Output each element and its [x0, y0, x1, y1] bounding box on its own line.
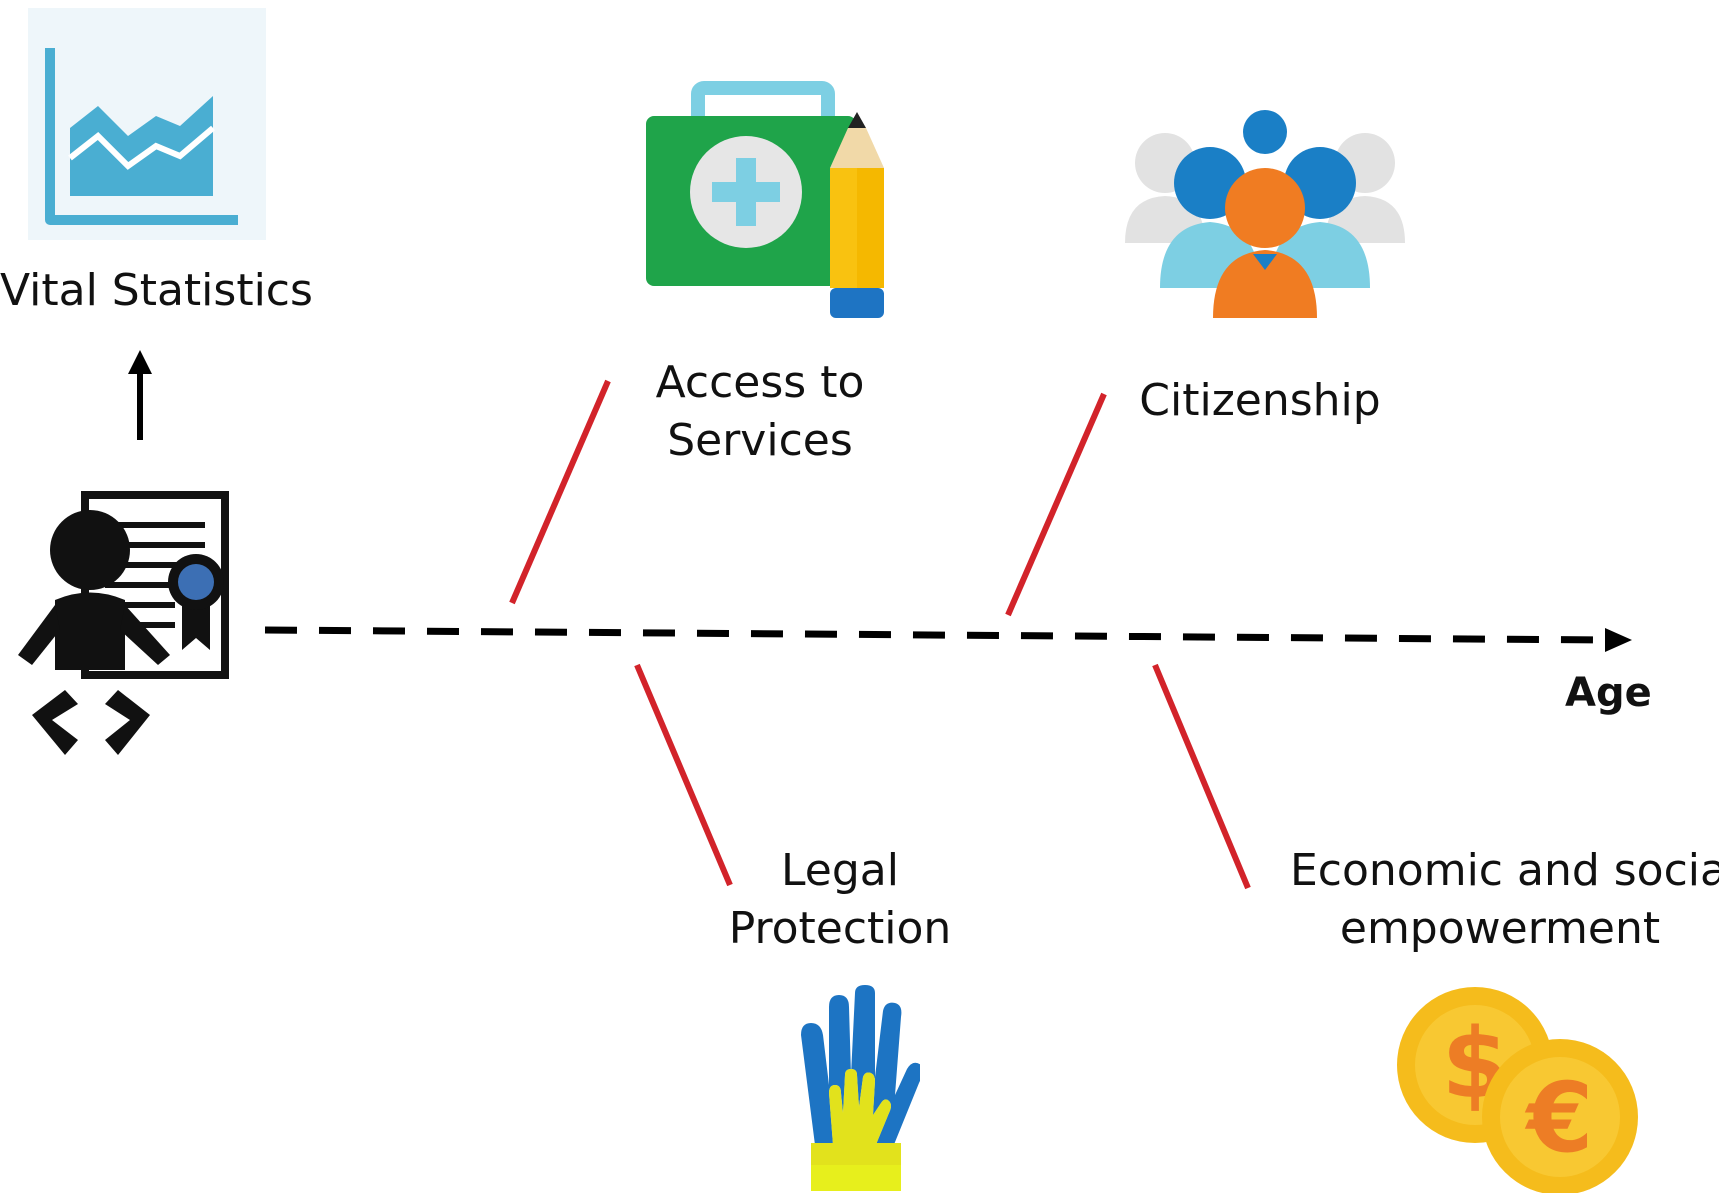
first-aid-kit-icon — [646, 81, 856, 286]
baby-certificate-icon — [18, 491, 229, 755]
citizenship-text: Citizenship — [1139, 375, 1381, 426]
people-group-icon — [1125, 110, 1405, 318]
age-axis-arrowhead — [1605, 628, 1632, 652]
age-text: Age — [1565, 670, 1652, 716]
legal-line2: Protection — [728, 903, 952, 954]
vital-statistics-label: Vital Statistics — [0, 262, 313, 320]
pencil-icon — [830, 112, 884, 318]
legal-line1: Legal — [781, 845, 899, 896]
branch-access-to-services — [509, 379, 611, 605]
coins-icon: $ € — [1397, 987, 1638, 1193]
citizenship-label: Citizenship — [1110, 372, 1410, 430]
economic-line1: Economic and social — [1290, 845, 1719, 896]
age-axis-label: Age — [1565, 670, 1652, 716]
up-arrow-icon — [128, 350, 152, 440]
access-line2: Services — [667, 415, 853, 466]
access-line1: Access to — [655, 357, 865, 408]
branch-legal-protection — [634, 663, 733, 887]
raised-hands-icon — [801, 985, 920, 1191]
branch-economic-empowerment — [1152, 663, 1251, 890]
line-chart-icon — [28, 8, 266, 240]
branch-citizenship — [1005, 392, 1107, 617]
economic-empowerment-label: Economic and social empowerment — [1290, 842, 1719, 958]
access-to-services-label: Access to Services — [620, 354, 900, 470]
economic-line2: empowerment — [1339, 903, 1661, 954]
vital-statistics-text: Vital Statistics — [0, 265, 313, 316]
svg-text:€: € — [1525, 1062, 1594, 1174]
legal-protection-label: Legal Protection — [700, 842, 980, 958]
age-axis-line — [264, 626, 1606, 644]
